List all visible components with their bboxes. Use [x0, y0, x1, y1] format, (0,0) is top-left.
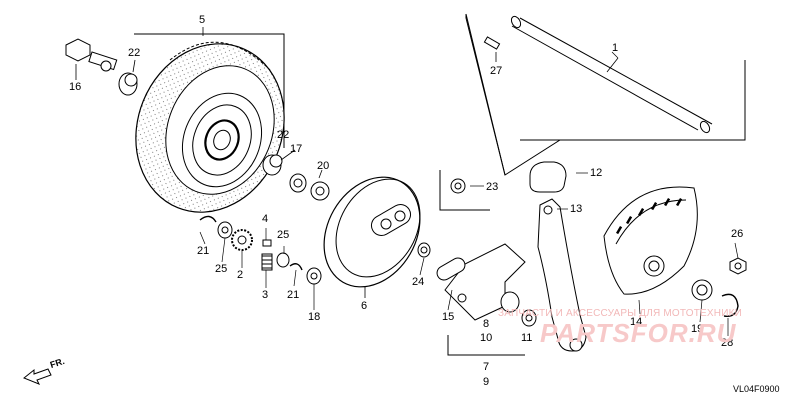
lever — [537, 198, 587, 352]
part-label-15: 15 — [442, 311, 455, 323]
bolt — [65, 38, 118, 80]
diagram-reference-code: VL04F0900 — [733, 384, 780, 394]
nut-26 — [729, 257, 747, 275]
pad — [529, 161, 567, 193]
part-label-27: 27 — [490, 65, 503, 77]
front-direction-arrow — [23, 368, 52, 385]
part-label-21b: 21 — [287, 289, 300, 301]
group-bracket-top — [465, 14, 746, 176]
part-label-6: 6 — [361, 300, 368, 312]
axle-shaft — [510, 15, 713, 134]
part-label-17: 17 — [290, 143, 303, 155]
part-label-20: 20 — [317, 160, 330, 172]
part-label-12: 12 — [590, 167, 603, 179]
washers-17-20 — [280, 149, 330, 201]
watermark-text: ЗАПЧАСТИ И АКСЕССУАРЫ ДЛЯ МОТОТЕХНИКИ — [498, 308, 743, 319]
part-label-23: 23 — [486, 181, 499, 193]
part-label-7: 7 — [483, 361, 490, 373]
height-adjust-arm — [436, 243, 537, 356]
part-label-1: 1 — [612, 42, 619, 54]
part-label-21a: 21 — [197, 245, 210, 257]
pin — [483, 36, 501, 62]
washer-19-clip-28 — [691, 279, 739, 317]
watermark-logo: PARTSFOR.RU — [540, 318, 737, 348]
part-label-25a: 25 — [215, 263, 228, 275]
bushing-top — [118, 59, 138, 96]
part-label-11: 11 — [521, 332, 533, 344]
part-label-3: 3 — [262, 289, 269, 301]
part-label-10: 10 — [480, 332, 493, 344]
part-label-18: 18 — [308, 311, 321, 323]
part-label-9: 9 — [483, 376, 490, 388]
part-label-2: 2 — [237, 269, 244, 281]
wheel-tire — [135, 27, 285, 213]
bushing-24 — [417, 242, 431, 258]
group-bracket-23 — [439, 170, 490, 211]
nut-23 — [450, 178, 466, 194]
part-label-16: 16 — [69, 81, 82, 93]
part-label-22b: 22 — [277, 129, 290, 141]
part-label-26: 26 — [731, 228, 744, 240]
part-label-5: 5 — [199, 14, 206, 26]
gear-components — [199, 215, 322, 285]
part-label-19: 19 — [691, 323, 704, 335]
cover-plate — [603, 186, 698, 295]
part-label-13: 13 — [570, 203, 583, 215]
part-label-14: 14 — [630, 316, 643, 328]
part-label-8: 8 — [483, 318, 490, 330]
bushing-lower — [262, 154, 283, 176]
hub-cap — [323, 176, 421, 298]
part-label-25b: 25 — [277, 229, 290, 241]
part-label-28: 28 — [721, 337, 734, 349]
part-label-4: 4 — [262, 213, 269, 225]
part-label-22a: 22 — [128, 47, 141, 59]
part-label-24: 24 — [412, 276, 425, 288]
